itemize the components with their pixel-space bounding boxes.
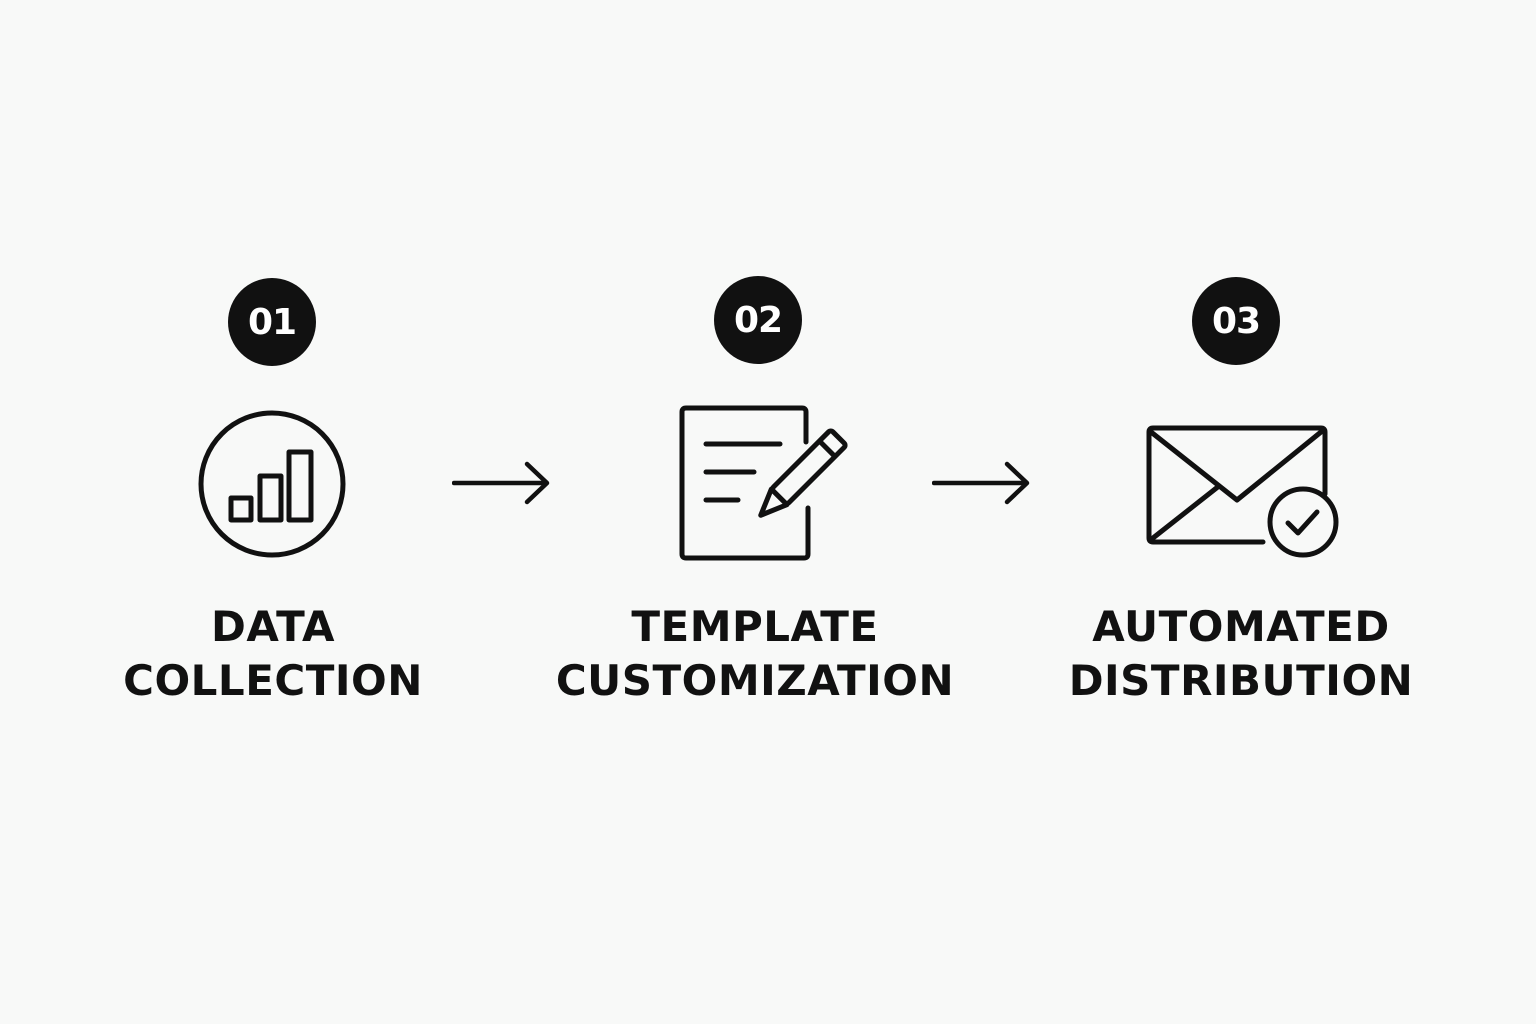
step-2-label-line1: TEMPLATE bbox=[631, 602, 879, 651]
step-1-label: DATA COLLECTION bbox=[63, 600, 483, 708]
envelope-check-icon bbox=[1145, 424, 1345, 560]
step-2-badge: 02 bbox=[714, 276, 802, 364]
step-1-badge: 01 bbox=[228, 278, 316, 366]
step-3-label-line1: AUTOMATED bbox=[1092, 602, 1390, 651]
arrow-right-icon bbox=[452, 460, 552, 506]
step-1-label-line2: COLLECTION bbox=[123, 656, 423, 705]
step-3-label: AUTOMATED DISTRIBUTION bbox=[1031, 600, 1451, 708]
bar-chart-circle-icon bbox=[198, 410, 346, 558]
document-edit-icon bbox=[678, 404, 864, 562]
step-2-label-line2: CUSTOMIZATION bbox=[555, 656, 955, 705]
step-3-badge: 03 bbox=[1192, 277, 1280, 365]
step-2-label: TEMPLATE CUSTOMIZATION bbox=[545, 600, 965, 708]
step-3-label-line2: DISTRIBUTION bbox=[1068, 656, 1414, 705]
arrow-right-icon bbox=[932, 460, 1032, 506]
step-1-label-line1: DATA bbox=[210, 602, 335, 651]
